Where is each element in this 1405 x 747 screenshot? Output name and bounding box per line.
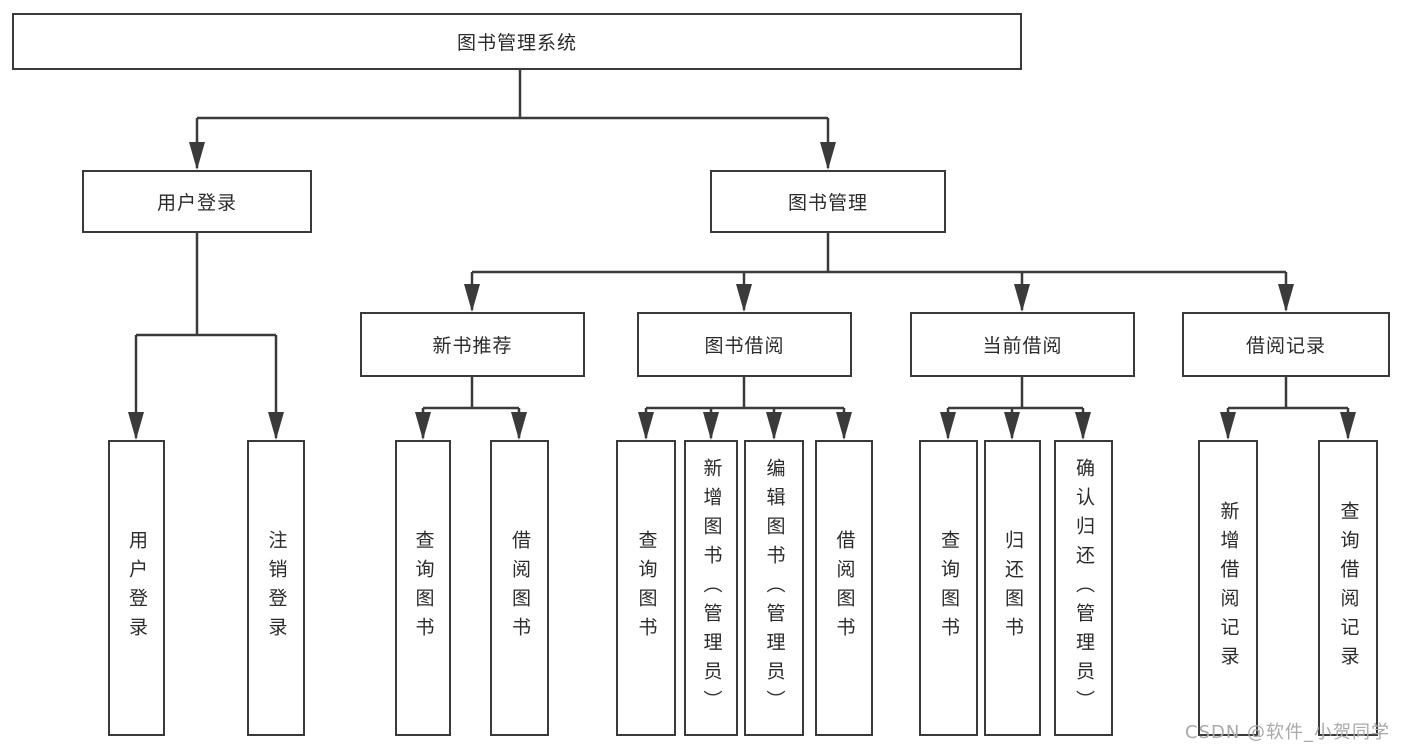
node-label: 查询图书 <box>938 530 960 646</box>
node-label: 查询借阅记录 <box>1337 501 1360 675</box>
node-leaf-query-borrow-record: 查询借阅记录 <box>1318 440 1378 736</box>
node-label: 编辑图书（管理员） <box>763 457 786 719</box>
node-leaf-borrow-books-recommend: 借阅图书 <box>490 440 549 736</box>
node-leaf-borrow-books: 借阅图书 <box>815 440 873 736</box>
node-label: 新增图书（管理员） <box>700 457 723 719</box>
node-borrowing-records: 借阅记录 <box>1182 312 1390 377</box>
node-label: 注销登录 <box>265 530 288 646</box>
node-root-system: 图书管理系统 <box>12 13 1022 70</box>
node-current-borrowing: 当前借阅 <box>910 312 1135 377</box>
node-label: 确认归还（管理员） <box>1073 457 1095 719</box>
node-user-login: 用户登录 <box>82 170 312 233</box>
node-label: 用户登录 <box>126 530 148 646</box>
node-leaf-logout: 注销登录 <box>247 440 305 736</box>
node-leaf-query-books-borrowing: 查询图书 <box>616 440 676 736</box>
node-new-book-recommend: 新书推荐 <box>360 312 585 377</box>
node-leaf-edit-books-admin: 编辑图书（管理员） <box>744 440 804 736</box>
watermark: CSDN @软件_小贺同学 <box>1185 722 1391 743</box>
node-book-borrowing: 图书借阅 <box>637 312 852 377</box>
node-leaf-add-books-admin: 新增图书（管理员） <box>684 440 738 736</box>
node-leaf-user-login: 用户登录 <box>108 440 165 736</box>
node-leaf-add-borrow-record: 新增借阅记录 <box>1198 440 1258 736</box>
node-book-management: 图书管理 <box>710 170 946 233</box>
node-leaf-query-books-recommend: 查询图书 <box>395 440 451 736</box>
node-leaf-return-books: 归还图书 <box>984 440 1041 736</box>
node-label: 借阅图书 <box>509 530 531 646</box>
node-label: 查询图书 <box>412 530 435 646</box>
node-leaf-confirm-return-admin: 确认归还（管理员） <box>1054 440 1113 736</box>
node-label: 归还图书 <box>1002 530 1024 646</box>
node-label: 借阅图书 <box>833 530 856 646</box>
node-label: 查询图书 <box>635 530 658 646</box>
node-label: 新增借阅记录 <box>1217 501 1240 675</box>
node-leaf-query-books-current: 查询图书 <box>919 440 978 736</box>
